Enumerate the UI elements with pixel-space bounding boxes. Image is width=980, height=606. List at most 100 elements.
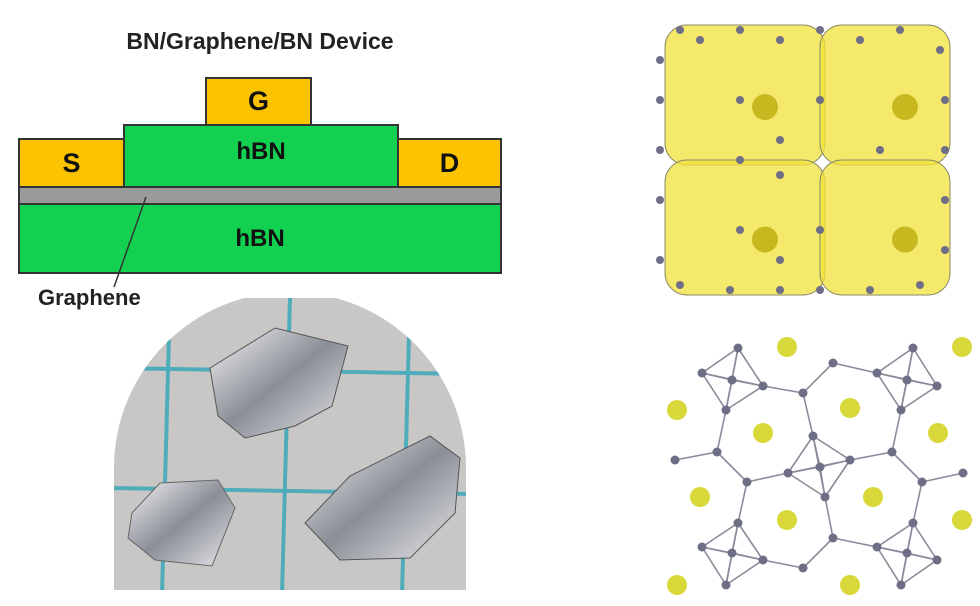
network-node (932, 381, 942, 391)
network-node (727, 375, 737, 385)
bond (725, 559, 764, 586)
cage-node (656, 256, 664, 264)
bond (912, 481, 923, 524)
cage-cell (664, 159, 826, 296)
cage-node (736, 96, 744, 104)
gate-contact: G (205, 77, 312, 126)
bond (900, 559, 938, 586)
bond (819, 459, 851, 468)
metal-atom (753, 423, 773, 443)
bond (762, 385, 804, 394)
cage-node (856, 36, 864, 44)
crystal-photo (114, 298, 466, 590)
network-node (670, 455, 680, 465)
graphene-pointer-line (113, 196, 147, 288)
network-node (721, 580, 731, 590)
network-node (808, 431, 818, 441)
cage-node (941, 146, 949, 154)
network-node (908, 518, 918, 528)
network-node (798, 563, 808, 573)
network-node (828, 533, 838, 543)
network-node (758, 555, 768, 565)
gate-label: G (247, 86, 269, 116)
cage-cell (664, 24, 826, 166)
metal-atom (777, 337, 797, 357)
network-node (712, 447, 722, 457)
network-node (721, 405, 731, 415)
drain-contact: D (397, 138, 502, 188)
bond (819, 466, 826, 498)
cage-node (696, 36, 704, 44)
cage-cell (819, 24, 951, 166)
bond (701, 347, 739, 374)
bond (921, 472, 964, 483)
crystal-network-structure (667, 337, 972, 595)
bond (762, 559, 804, 569)
cage-node (936, 46, 944, 54)
cage-node (816, 96, 824, 104)
bond (802, 362, 834, 394)
bond (701, 522, 739, 548)
metal-atom (667, 400, 687, 420)
network-node (815, 462, 825, 472)
network-node (845, 455, 855, 465)
bond (832, 537, 878, 548)
cage-node (736, 226, 744, 234)
metal-atom (952, 337, 972, 357)
network-node (896, 405, 906, 415)
network-node (697, 542, 707, 552)
bond (701, 372, 727, 411)
network-node (742, 477, 752, 487)
bond (891, 409, 902, 453)
network-node (733, 518, 743, 528)
metal-atom (840, 398, 860, 418)
cage-cell (819, 159, 951, 296)
bond (812, 435, 851, 461)
bond (802, 392, 814, 437)
cage-node (816, 226, 824, 234)
bond (900, 379, 908, 411)
cage-atom (752, 226, 778, 253)
bond (746, 472, 789, 483)
bond (701, 546, 727, 586)
metal-atom (863, 487, 883, 507)
cage-atom (892, 226, 918, 253)
network-node (932, 555, 942, 565)
bond (876, 522, 914, 548)
network-node (758, 381, 768, 391)
bond (849, 451, 893, 461)
network-node (828, 358, 838, 368)
network-node (798, 388, 808, 398)
network-node (697, 368, 707, 378)
cage-atom (752, 94, 778, 120)
bond (725, 379, 733, 411)
cage-node (726, 286, 734, 294)
cage-node (676, 26, 684, 34)
network-node (896, 580, 906, 590)
bond (725, 385, 764, 411)
bond (737, 481, 748, 524)
bond (876, 347, 914, 374)
network-node (917, 477, 927, 487)
bond (832, 362, 878, 374)
bond (802, 537, 834, 569)
cage-node (941, 246, 949, 254)
cage-node (816, 286, 824, 294)
bond (737, 522, 764, 561)
network-node (902, 375, 912, 385)
bond (725, 552, 733, 586)
cage-node (776, 286, 784, 294)
cage-node (866, 286, 874, 294)
cage-node (916, 281, 924, 289)
cage-node (776, 136, 784, 144)
bond (737, 347, 764, 387)
device-title: BN/Graphene/BN Device (126, 28, 394, 54)
cage-node (776, 171, 784, 179)
cage-node (656, 56, 664, 64)
network-node (727, 548, 737, 558)
bond (906, 552, 938, 561)
cage-atom (892, 94, 918, 120)
cage-node (816, 26, 824, 34)
bond (716, 451, 748, 483)
bond (912, 522, 938, 561)
